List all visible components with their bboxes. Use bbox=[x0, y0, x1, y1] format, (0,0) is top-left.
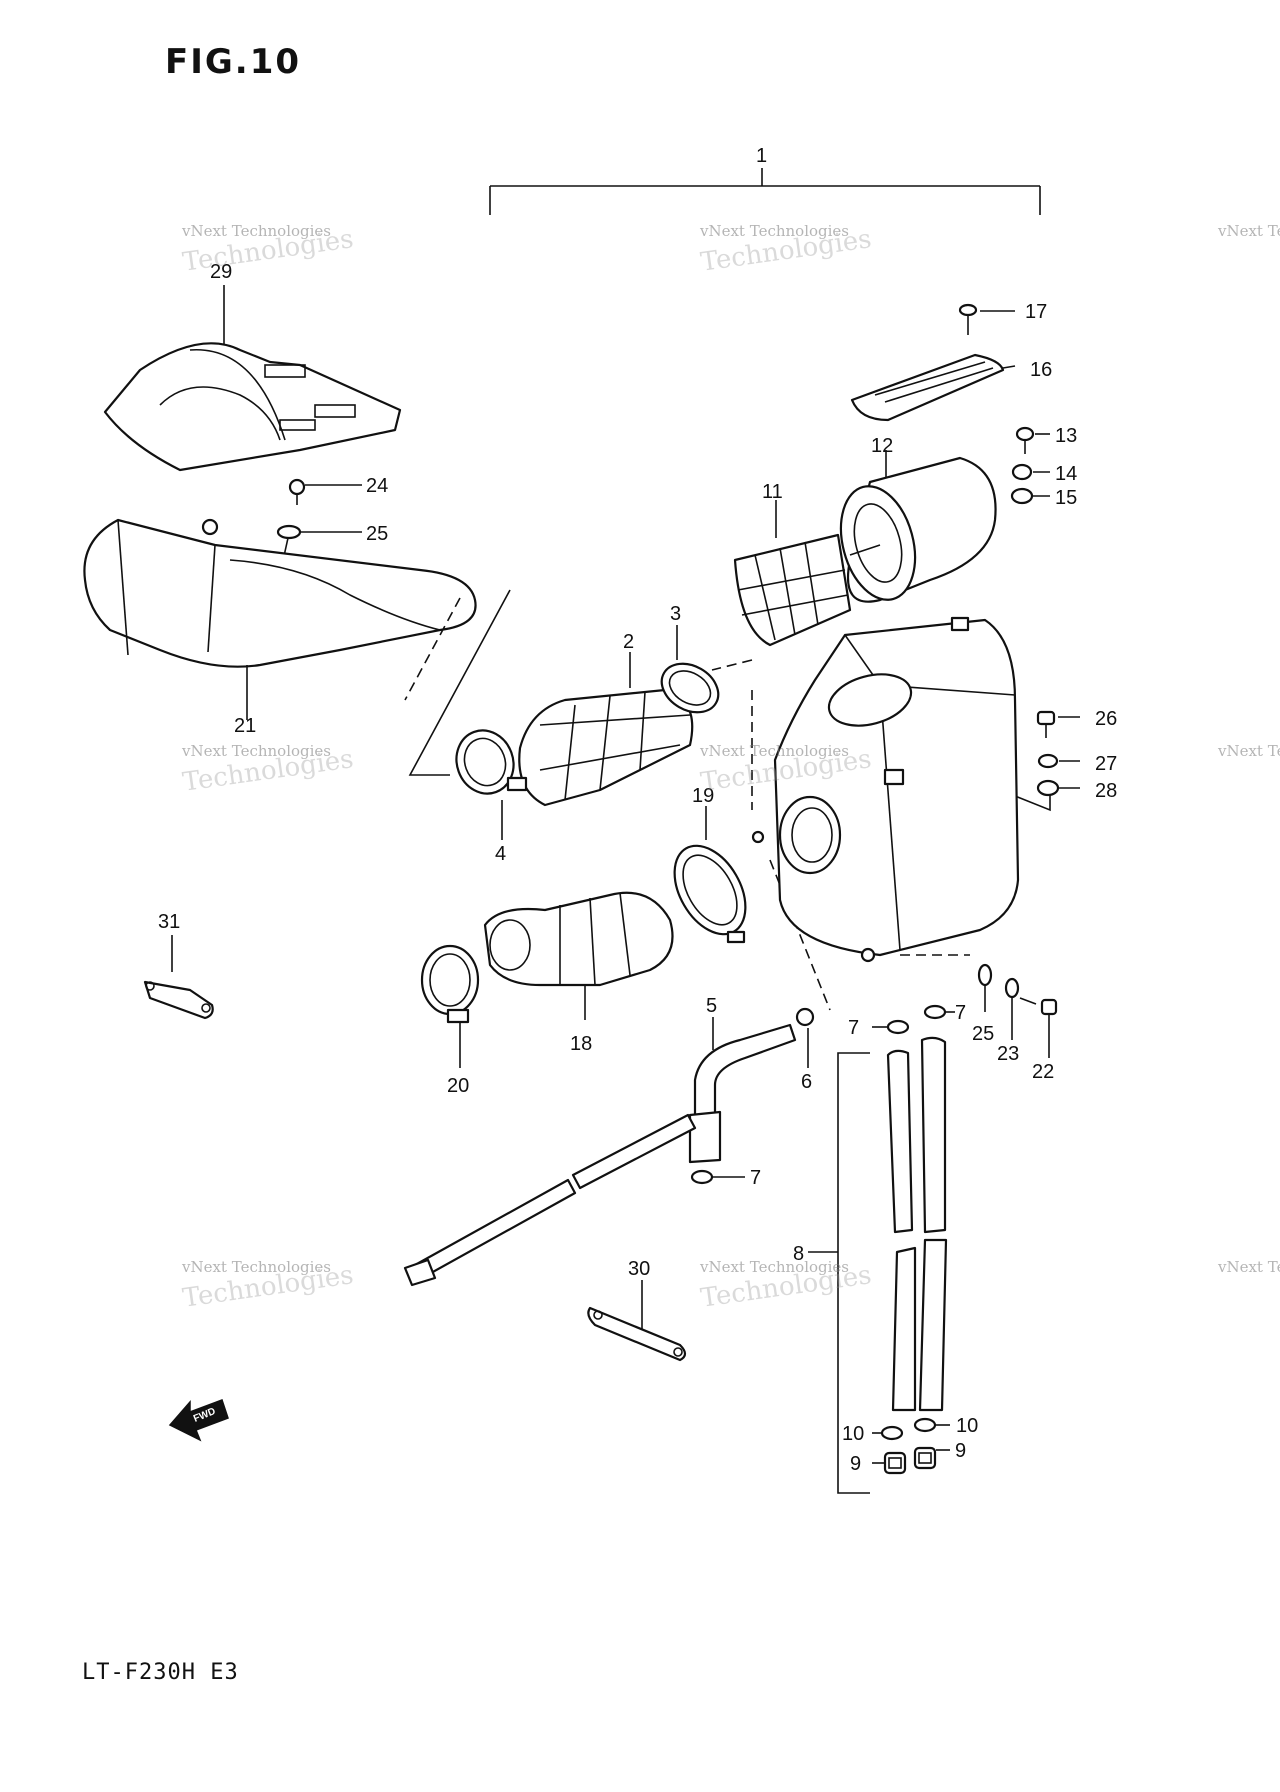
callout-7c: 7 bbox=[750, 1167, 761, 1189]
callout-4: 4 bbox=[495, 843, 506, 865]
callout-10a: 10 bbox=[842, 1423, 864, 1445]
callout-7a: 7 bbox=[848, 1017, 859, 1039]
callout-labels: 1 2 3 4 5 6 7 7 7 8 9 9 10 10 11 12 13 1… bbox=[158, 145, 1117, 1475]
callout-9b: 9 bbox=[955, 1440, 966, 1462]
part-15-washer bbox=[1010, 487, 1050, 505]
part-20-clamp bbox=[420, 944, 480, 1068]
part-31-bracket bbox=[143, 935, 214, 1020]
callout-6: 6 bbox=[801, 1071, 812, 1093]
callout-25b: 25 bbox=[972, 1023, 994, 1045]
callout-19: 19 bbox=[692, 785, 714, 807]
callout-28: 28 bbox=[1095, 780, 1117, 802]
callout-10b: 10 bbox=[956, 1415, 978, 1437]
callout-12: 12 bbox=[871, 435, 893, 457]
part-28-grommet bbox=[1036, 779, 1080, 797]
long-vent-pipe bbox=[403, 1113, 697, 1287]
part-22-bolt bbox=[1019, 997, 1058, 1058]
callout-24: 24 bbox=[366, 475, 388, 497]
fwd-arrow-icon: FWD bbox=[168, 1399, 229, 1442]
callout-11: 11 bbox=[762, 481, 783, 503]
part-12-filter-element bbox=[839, 450, 997, 603]
assembly-bracket-1 bbox=[489, 168, 1041, 215]
part-17-screw bbox=[958, 303, 1015, 335]
part-23-washer bbox=[1004, 977, 1020, 1040]
part-16-cover-plate bbox=[850, 353, 1016, 422]
part-9-cap-a bbox=[872, 1451, 907, 1475]
part-26-bolt bbox=[1036, 710, 1080, 738]
callout-17: 17 bbox=[1025, 301, 1047, 323]
callout-22: 22 bbox=[1032, 1061, 1054, 1083]
part-7-clip-a bbox=[872, 1019, 910, 1035]
callout-29: 29 bbox=[210, 261, 232, 283]
callout-18: 18 bbox=[570, 1033, 592, 1055]
part-10-clip-a bbox=[872, 1425, 904, 1441]
part-5-drain-hose bbox=[688, 1017, 797, 1164]
callout-21: 21 bbox=[234, 715, 256, 737]
part-4-clamp bbox=[455, 729, 528, 840]
callout-16: 16 bbox=[1030, 359, 1052, 381]
part-14-nut bbox=[1011, 463, 1050, 481]
part-9-cap-b bbox=[913, 1446, 950, 1470]
callout-26: 26 bbox=[1095, 708, 1117, 730]
model-code: LT-F230H E3 bbox=[82, 1660, 239, 1685]
part-25-washer-lower bbox=[977, 963, 993, 1012]
part-18-intake-pipe bbox=[483, 891, 674, 1020]
part-13-bolt bbox=[1015, 426, 1050, 454]
callout-3: 3 bbox=[670, 603, 681, 625]
figure-title: FIG.10 bbox=[165, 42, 302, 82]
part-19-clamp bbox=[673, 806, 747, 944]
callout-2: 2 bbox=[623, 631, 634, 653]
part-6-clip bbox=[795, 1007, 815, 1068]
callout-31: 31 bbox=[158, 911, 180, 933]
part-7-clip-c bbox=[690, 1169, 745, 1185]
callout-1: 1 bbox=[756, 145, 767, 167]
callout-8: 8 bbox=[793, 1243, 804, 1265]
part-8-hoses bbox=[808, 1036, 948, 1494]
part-27-nut bbox=[1037, 753, 1080, 769]
callout-13: 13 bbox=[1055, 425, 1077, 447]
part-30-bracket bbox=[587, 1280, 687, 1362]
callout-20: 20 bbox=[447, 1075, 469, 1097]
part-21-intake-duct bbox=[83, 518, 477, 720]
callout-27: 27 bbox=[1095, 753, 1117, 775]
callout-9a: 9 bbox=[850, 1453, 861, 1475]
callout-25a: 25 bbox=[366, 523, 388, 545]
air-cleaner-case bbox=[751, 616, 1020, 963]
part-29-upper-cover bbox=[103, 285, 402, 472]
callout-23: 23 bbox=[997, 1043, 1019, 1065]
part-24-screw bbox=[288, 478, 362, 505]
callout-14: 14 bbox=[1055, 463, 1077, 485]
callout-30: 30 bbox=[628, 1258, 650, 1280]
callout-15: 15 bbox=[1055, 487, 1077, 509]
part-10-clip-b bbox=[913, 1417, 950, 1433]
callout-5: 5 bbox=[706, 995, 717, 1017]
part-7-clip-b bbox=[923, 1004, 955, 1020]
part-11-filter-cage bbox=[733, 500, 881, 647]
callout-7b: 7 bbox=[955, 1002, 966, 1024]
part-3-clamp-ring bbox=[660, 625, 720, 714]
